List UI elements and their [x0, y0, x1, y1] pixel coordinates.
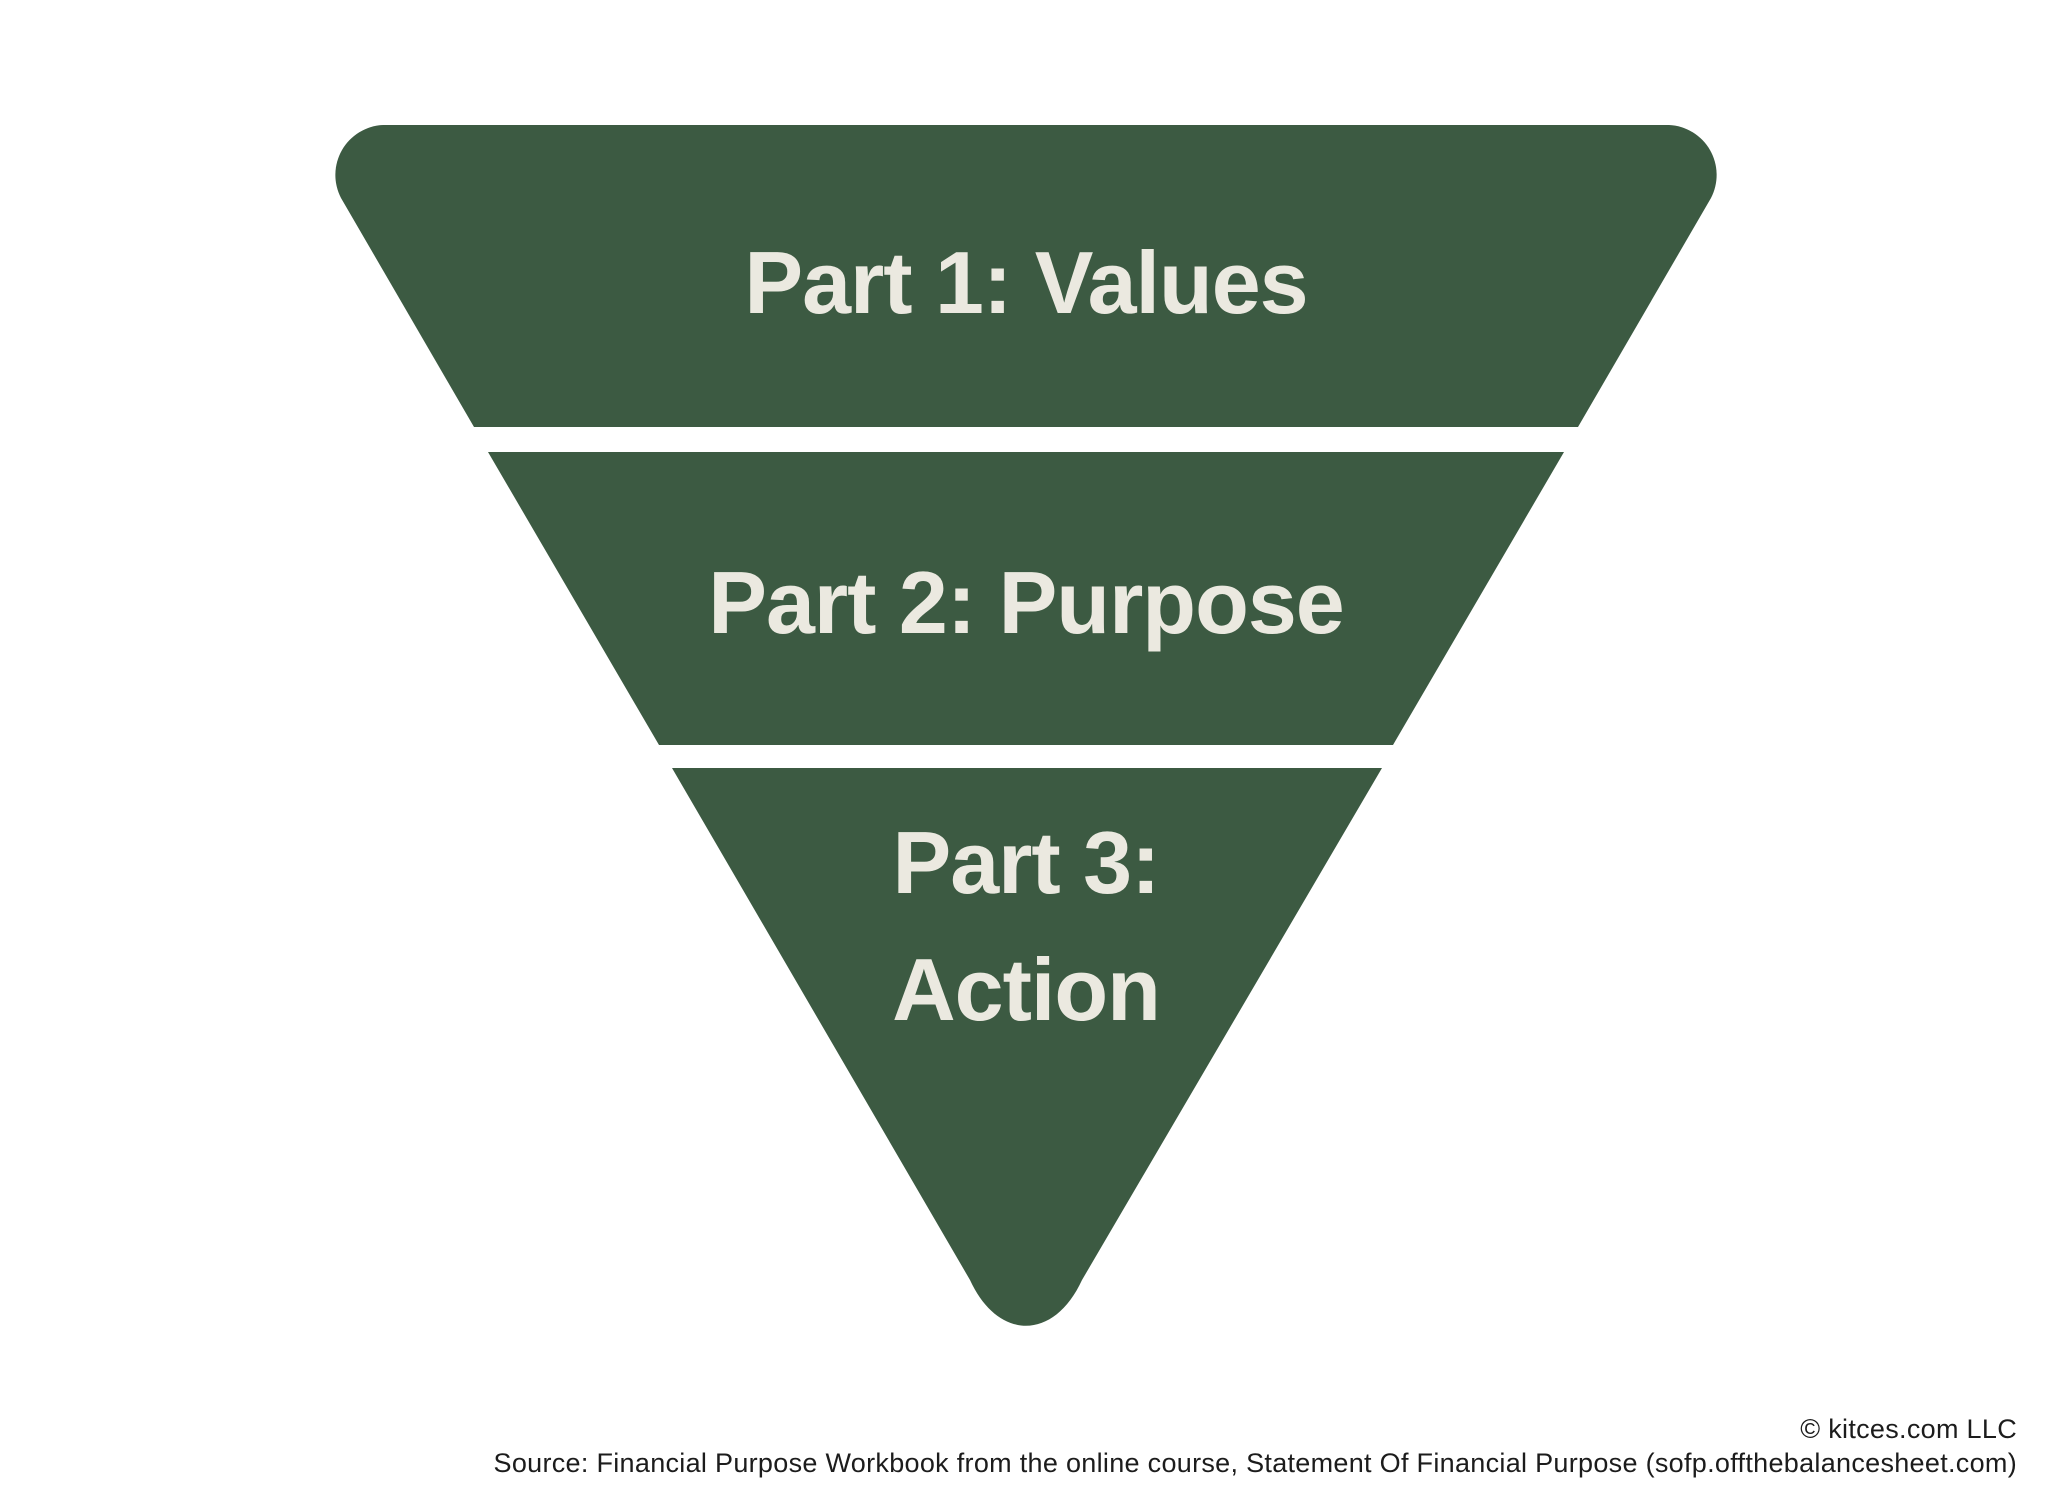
funnel-segment-values	[335, 125, 1717, 427]
footer-attribution: © kitces.com LLC Source: Financial Purpo…	[494, 1412, 2017, 1480]
segment-label-values: Part 1: Values	[744, 233, 1307, 332]
segment-label-action-line1: Part 3:	[893, 813, 1160, 912]
copyright-text: © kitces.com LLC	[1800, 1414, 2017, 1444]
segment-label-purpose: Part 2: Purpose	[708, 553, 1343, 652]
segment-label-action-line2: Action	[892, 940, 1160, 1039]
funnel-segment-action	[672, 768, 1382, 1326]
source-attribution-text: Source: Financial Purpose Workbook from …	[493, 1448, 2017, 1478]
funnel-segment-purpose	[488, 452, 1564, 745]
